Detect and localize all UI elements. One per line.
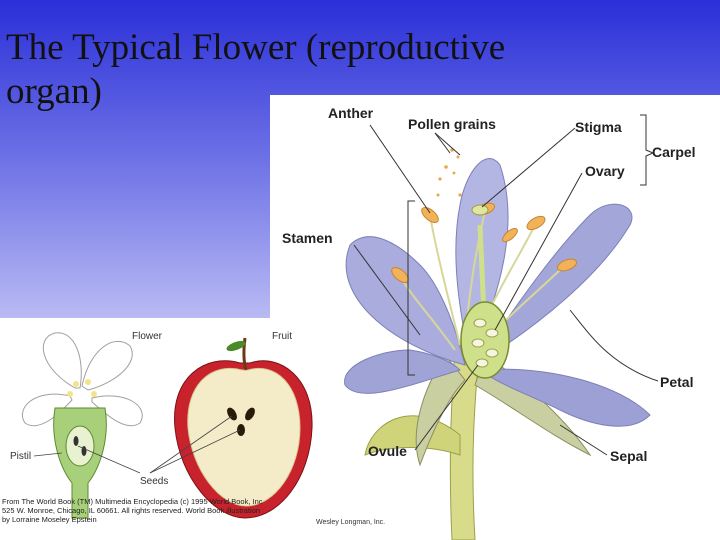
ovary-shape (460, 301, 510, 379)
label-apple-flower: Flower (132, 331, 163, 342)
apple-diagram: Flower Fruit Pistil Seeds (0, 318, 315, 540)
stem-shape (449, 344, 481, 540)
apple-credit: From The World Book (TM) Multimedia Ency… (2, 497, 314, 524)
label-sepal: Sepal (610, 448, 647, 464)
flower-credit: Wesley Longman, Inc. (316, 519, 386, 526)
petal-shape-lower-right (478, 368, 651, 427)
label-pollen-grains: Pollen grains (408, 116, 496, 132)
label-petal: Petal (660, 374, 693, 390)
style-shape (477, 224, 487, 316)
label-ovary: Ovary (585, 163, 625, 179)
label-anther: Anther (328, 105, 374, 121)
petal-shape-lower-left (344, 349, 461, 394)
apple-flower-petals (21, 332, 143, 427)
apple-leaf (226, 340, 246, 352)
slide-title: The Typical Flower (reproductive organ) (6, 27, 506, 112)
petal-shape-right (474, 203, 633, 366)
label-ovule: Ovule (368, 443, 407, 459)
credit-line: From The World Book (TM) Multimedia Ency… (2, 497, 263, 506)
apple-fruit-seeds (227, 407, 255, 436)
credit-line: 525 W. Monroe, Chicago, IL 60661. All ri… (2, 506, 261, 515)
label-apple-fruit: Fruit (272, 331, 292, 342)
ovules (471, 318, 499, 368)
stigma-shape (471, 204, 489, 216)
apple-fruit-flesh (187, 368, 301, 507)
apple-ovary (65, 425, 95, 467)
flower-diagram: Anther Pollen grains Stigma Carpel Ovary… (270, 95, 720, 540)
pollen-grains (436, 148, 462, 197)
label-stamen: Stamen (282, 230, 333, 246)
apple-leader-lines (33, 415, 241, 474)
apple-flower-stamens (67, 379, 97, 397)
credit-line: by Lorraine Moseley Epstein (2, 515, 97, 524)
petal-shape-left (345, 236, 466, 366)
sepal-shape-left (415, 354, 466, 467)
label-seeds: Seeds (140, 476, 168, 487)
leader-lines (353, 114, 659, 456)
apple-stem (242, 337, 248, 371)
label-pistil: Pistil (10, 451, 31, 462)
label-stigma: Stigma (575, 119, 622, 135)
label-carpel: Carpel (652, 144, 696, 160)
